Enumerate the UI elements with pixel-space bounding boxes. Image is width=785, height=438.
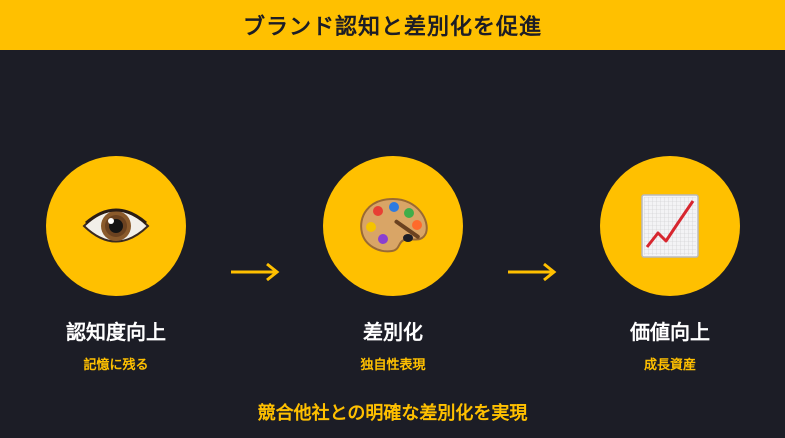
right-arrow-icon	[508, 262, 557, 282]
step-subtitle: 記憶に残る	[83, 358, 149, 373]
chart-increasing-icon	[641, 194, 699, 258]
right-arrow-icon	[231, 262, 280, 282]
step-subtitle: 成長資産	[643, 358, 696, 373]
step-differentiation: 差別化 独自性表現	[298, 156, 488, 374]
page-title: ブランド認知と差別化を促進	[242, 15, 542, 40]
step-title: 差別化	[363, 320, 423, 344]
step-circle	[600, 156, 740, 296]
step-awareness: 認知度向上 記憶に残る	[21, 156, 211, 374]
eye-icon	[82, 208, 150, 243]
step-circle	[323, 156, 463, 296]
step-subtitle: 独自性表現	[360, 358, 426, 373]
footer-tagline: 競合他社との明確な差別化を実現	[257, 403, 528, 424]
step-circle	[46, 156, 186, 296]
step-value: 価値向上 成長資産	[575, 156, 765, 374]
header-banner: ブランド認知と差別化を促進	[0, 0, 785, 50]
step-title: 価値向上	[630, 320, 710, 344]
step-title: 認知度向上	[66, 320, 166, 344]
artist-palette-icon	[360, 197, 428, 253]
